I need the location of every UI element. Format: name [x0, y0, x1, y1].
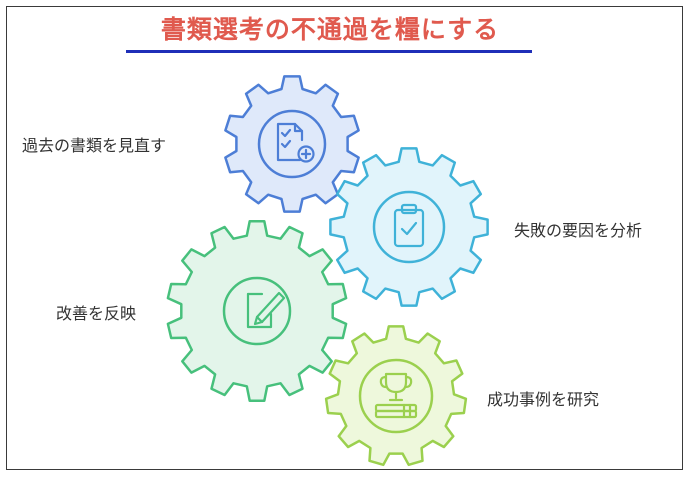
title-underline — [126, 50, 532, 53]
page-title: 書類選考の不通過を糧にする — [160, 15, 500, 44]
gear-3-hub — [222, 276, 292, 346]
gear-4-hub — [358, 358, 434, 434]
gear-2 — [329, 147, 489, 307]
step-label-apply-improvements: 改善を反映 — [56, 304, 137, 323]
gear-3 — [166, 220, 348, 402]
gear-4 — [324, 325, 468, 467]
gear-3-body — [166, 220, 348, 402]
step-label-study-success: 成功事例を研究 — [487, 390, 600, 409]
diagram-frame — [6, 6, 683, 470]
gear-1 — [224, 75, 360, 213]
gear-1-hub — [257, 109, 327, 179]
step-label-analyze-failure: 失敗の要因を分析 — [514, 221, 643, 240]
pen-on-paper-icon — [246, 291, 286, 329]
clipboard-check-icon — [393, 203, 425, 248]
gear-1-body — [224, 75, 360, 213]
document-check-plus-icon — [276, 122, 315, 163]
gear-2-hub — [372, 190, 446, 264]
gear-2-body — [329, 147, 489, 307]
trophy-icon — [374, 372, 418, 419]
step-label-review-documents: 過去の書類を見直す — [22, 136, 167, 155]
